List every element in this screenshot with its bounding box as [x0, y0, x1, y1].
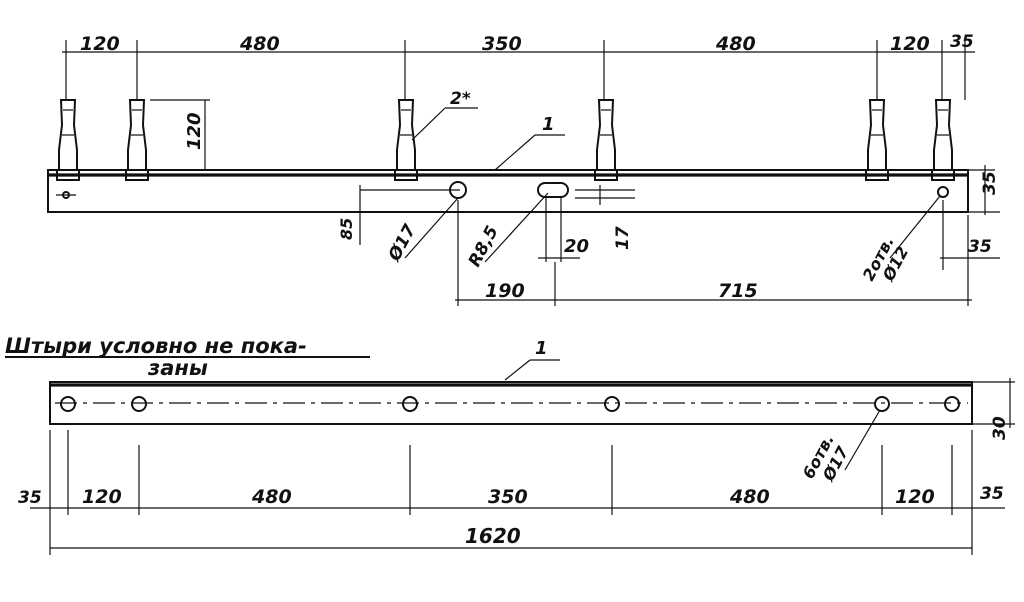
plan-dim-6: 120 [895, 486, 935, 508]
plan-dim-3: 480 [251, 486, 292, 508]
plan-dim-5: 480 [729, 486, 770, 508]
strip-body [47, 169, 969, 213]
slot-width-label: 20 [564, 236, 589, 257]
right-hole [937, 186, 949, 198]
pin [56, 99, 80, 181]
plan-hole [60, 396, 76, 412]
elevation-view: 120 480 350 480 120 35 [47, 32, 1000, 306]
total-length-label: 1620 [465, 524, 521, 548]
slot-depth-label: 17 [613, 226, 633, 250]
right-offset-label: 35 [968, 237, 992, 257]
dim-bottom-2: 715 [718, 280, 758, 302]
leader-line [411, 107, 446, 141]
pin [394, 99, 418, 181]
plan-hole [874, 396, 890, 412]
leader-line [404, 197, 459, 259]
dim-top-2: 480 [239, 33, 280, 55]
plan-hole [402, 396, 418, 412]
dim-top-4: 480 [715, 33, 756, 55]
plan-view: Штыри условно не пока- заны 1 6отв. Ø17 … [5, 334, 1015, 555]
leader-line [844, 409, 881, 471]
offset-label: 85 [337, 218, 356, 240]
leader-line [889, 195, 941, 259]
callout-strip: 1 [542, 114, 555, 135]
slot-opening [537, 182, 569, 198]
pins [56, 99, 955, 181]
plan-height-label: 30 [990, 416, 1010, 440]
plan-hole [944, 396, 960, 412]
pin [594, 99, 618, 181]
callout-pin: 2* [450, 89, 471, 109]
pin [931, 99, 955, 181]
dim-top-3: 350 [482, 33, 522, 55]
plan-dim-7: 35 [980, 484, 1004, 504]
right-height-label: 35 [980, 171, 1000, 195]
plan-hole [131, 396, 147, 412]
plan-dim-2: 120 [82, 486, 122, 508]
dim-top-1: 120 [80, 33, 120, 55]
leader-line [494, 134, 536, 171]
pin-height-label: 120 [184, 112, 205, 150]
note-line-1: Штыри условно не пока- [5, 334, 307, 358]
plan-dim-1: 35 [18, 488, 42, 508]
leader-line [504, 359, 531, 381]
plan-hole [604, 396, 620, 412]
slot-radius-label: R8,5 [465, 223, 503, 271]
note-line-2: заны [147, 356, 208, 380]
plan-dim-4: 350 [488, 486, 528, 508]
hole-diameter-label: Ø17 [384, 221, 420, 265]
dim-bottom-1: 190 [485, 280, 525, 302]
leader-line [484, 192, 549, 263]
dim-top-5: 120 [890, 33, 930, 55]
plan-strip-body [49, 381, 973, 425]
pin [865, 99, 889, 181]
dim-top-6: 35 [950, 32, 974, 52]
pin [125, 99, 149, 181]
plan-callout-strip: 1 [535, 338, 548, 359]
